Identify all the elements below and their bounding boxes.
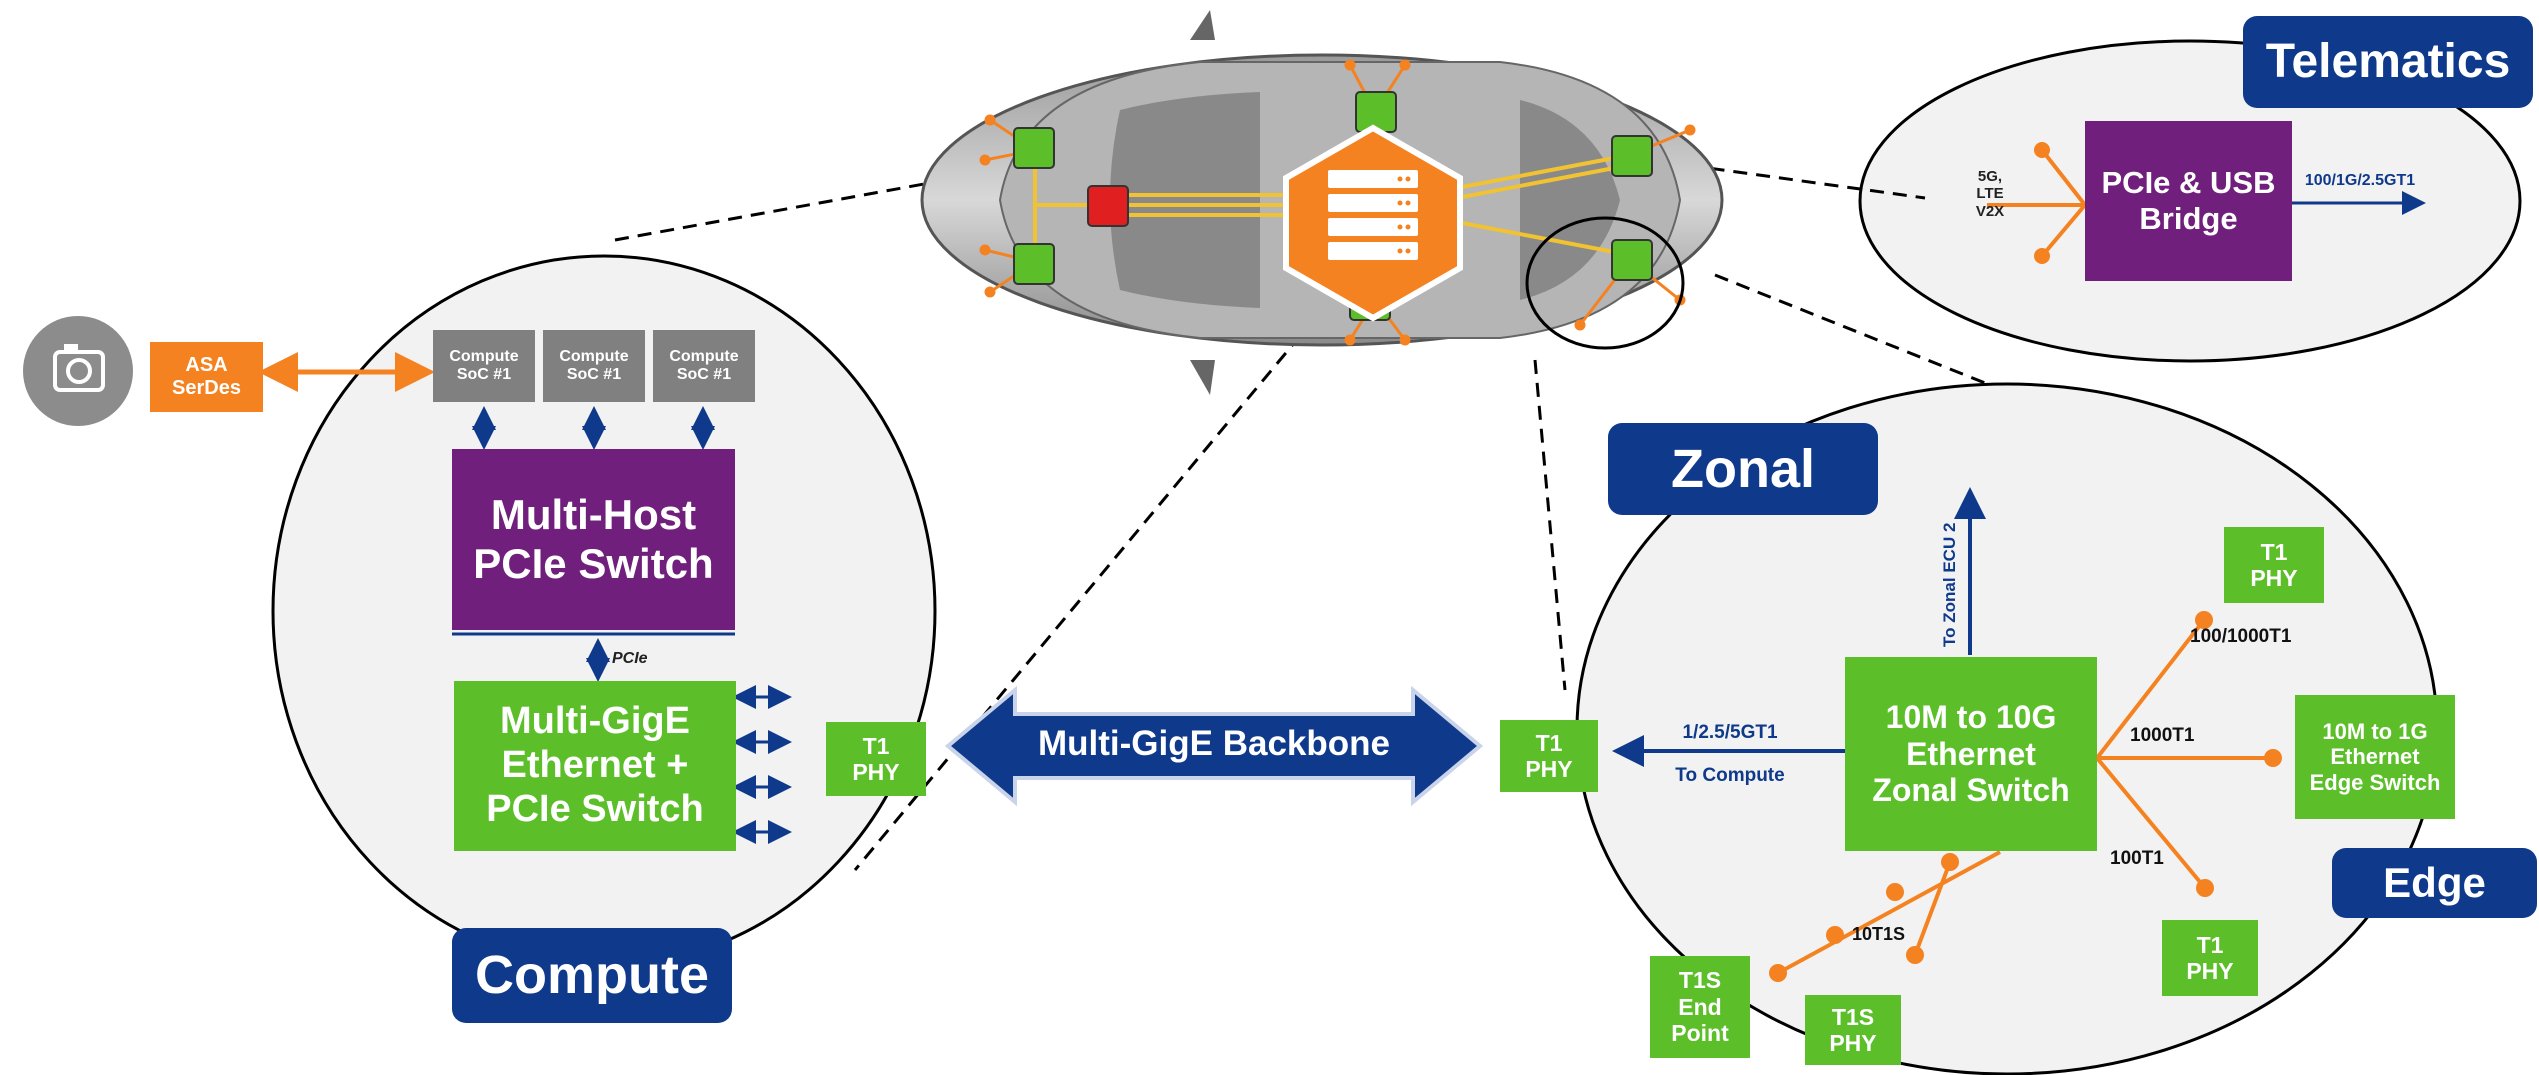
t1s-bus-label: 10T1S <box>1852 924 1906 944</box>
speed-100-1000t1: 100/1000T1 <box>2190 626 2292 647</box>
to-compute-label: To Compute <box>1675 765 1785 786</box>
zonal-title: Zonal <box>1608 423 1878 515</box>
multi-host-pcie-switch: Multi-Host PCIe Switch <box>452 449 735 630</box>
compute-soc-1: Compute SoC #1 <box>433 330 535 402</box>
telematics-title: Telematics <box>2243 16 2533 108</box>
to-zonal-ecu-label: To Zonal ECU 2 <box>1940 522 1960 647</box>
t1s-phy: T1S PHY <box>1805 995 1901 1065</box>
compute-title: Compute <box>452 928 732 1023</box>
compute-soc-2: Compute SoC #1 <box>543 330 645 402</box>
zonal-t1-phy-bottom: T1 PHY <box>2162 920 2258 996</box>
pcie-usb-bridge: PCIe & USB Bridge <box>2085 121 2292 281</box>
backbone-label: Multi-GigE Backbone <box>1038 724 1390 763</box>
wireless-inputs-label: 5G, LTE V2X <box>1975 168 2005 220</box>
edge-switch: 10M to 1G Ethernet Edge Switch <box>2295 695 2455 819</box>
t1s-end-point: T1S End Point <box>1650 956 1750 1058</box>
zonal-t1-phy-uplink: T1 PHY <box>1500 720 1598 792</box>
car-illustration <box>920 10 1724 395</box>
speed-1000t1: 1000T1 <box>2130 725 2195 746</box>
camera-icon <box>23 316 133 426</box>
zonal-t1-phy-top: T1 PHY <box>2224 527 2324 603</box>
uplink-speed-label: 1/2.5/5GT1 <box>1682 722 1778 743</box>
backbone-arrow <box>944 685 1484 807</box>
compute-t1-phy: T1 PHY <box>826 722 926 796</box>
speed-100t1: 100T1 <box>2110 848 2164 869</box>
compute-soc-3: Compute SoC #1 <box>653 330 755 402</box>
zonal-switch: 10M to 10G Ethernet Zonal Switch <box>1845 657 2097 851</box>
multi-gige-ethernet-pcie-switch: Multi-GigE Ethernet + PCIe Switch <box>454 681 736 851</box>
asa-serdes: ASA SerDes <box>150 342 263 412</box>
server-icon <box>1283 124 1463 322</box>
edge-title: Edge <box>2332 848 2537 918</box>
telematics-output-speed: 100/1G/2.5GT1 <box>2304 172 2416 189</box>
pcie-link-label: PCIe <box>612 650 648 667</box>
